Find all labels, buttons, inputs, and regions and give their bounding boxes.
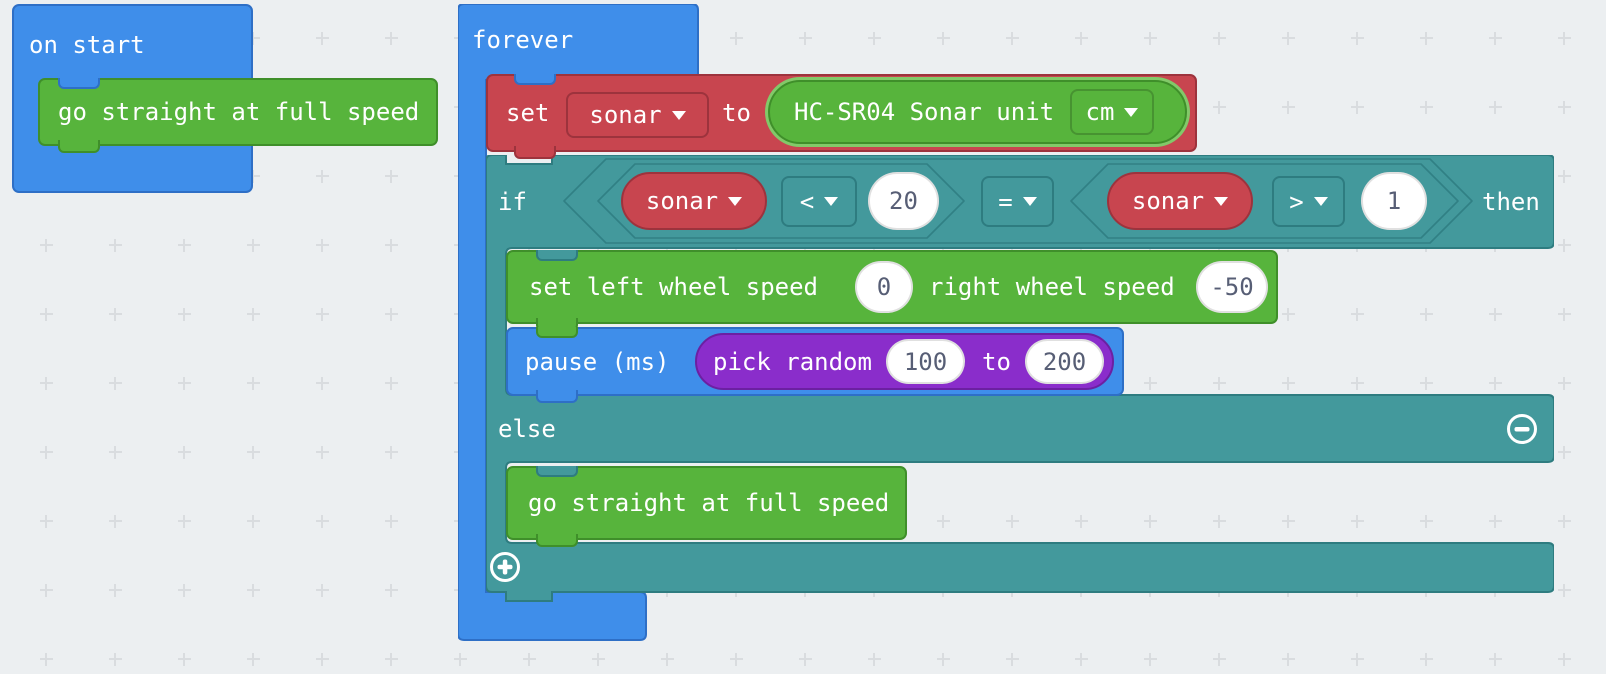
- variable-name: sonar: [589, 101, 662, 129]
- block-tab: [536, 534, 578, 547]
- left-wheel-speed-input[interactable]: 0: [855, 261, 913, 313]
- variable-name: sonar: [645, 187, 719, 215]
- go-straight-else-block[interactable]: go straight at full speed: [506, 466, 907, 547]
- set-label: set: [506, 99, 550, 127]
- comparison-operator-dropdown-lt[interactable]: <: [781, 176, 857, 227]
- operator-symbol: =: [998, 187, 1013, 216]
- go-straight-label: go straight at full speed: [58, 98, 420, 126]
- block-tab: [514, 146, 556, 159]
- set-variable-block[interactable]: set sonar to HC-SR04 Sonar unit cm: [486, 74, 1197, 159]
- pause-label: pause (ms): [525, 347, 670, 376]
- block-tab: [536, 390, 578, 403]
- block-socket: [514, 74, 556, 85]
- pause-block[interactable]: pause (ms) pick random 100 to 200: [506, 327, 1124, 403]
- set-wheel-speed-block[interactable]: set left wheel speed 0 right wheel speed…: [506, 250, 1278, 331]
- dropdown-arrow-icon: [1124, 107, 1139, 117]
- block-tab: [58, 140, 100, 153]
- minus-circle-icon[interactable]: [1506, 413, 1538, 445]
- block-socket: [536, 250, 578, 261]
- operator-symbol: <: [799, 187, 815, 216]
- variable-pill-sonar-left[interactable]: sonar: [621, 172, 767, 230]
- block-socket: [536, 466, 578, 477]
- dropdown-arrow-icon: [671, 110, 686, 120]
- left-wheel-label: set left wheel speed: [529, 273, 818, 301]
- variable-dropdown-sonar[interactable]: sonar: [566, 92, 709, 138]
- pick-random-block[interactable]: pick random 100 to 200: [695, 333, 1114, 390]
- variable-name: sonar: [1131, 187, 1205, 215]
- sonar-reporter-block[interactable]: HC-SR04 Sonar unit cm: [768, 80, 1187, 144]
- random-to-label: to: [982, 347, 1011, 376]
- right-wheel-speed-input[interactable]: -50: [1196, 261, 1268, 313]
- go-straight-label: go straight at full speed: [528, 489, 890, 517]
- block-socket: [58, 78, 100, 89]
- operator-symbol: >: [1289, 187, 1304, 216]
- number-input-20[interactable]: 20: [868, 172, 939, 230]
- dropdown-arrow-icon: [1313, 197, 1328, 206]
- block-socket: [536, 327, 578, 338]
- sonar-reporter-label: HC-SR04 Sonar unit: [794, 98, 1055, 126]
- right-wheel-label: right wheel speed: [929, 273, 1175, 301]
- unit-name: cm: [1085, 98, 1115, 126]
- dropdown-arrow-icon: [728, 196, 743, 206]
- condition-hexagon-outlines: [563, 158, 1473, 244]
- on-start-label: on start: [29, 31, 145, 59]
- random-from-input[interactable]: 100: [886, 339, 965, 384]
- dropdown-arrow-icon: [1022, 197, 1037, 206]
- pick-random-label: pick random: [713, 347, 872, 376]
- number-value: 0: [876, 273, 892, 301]
- plus-circle-icon[interactable]: [489, 551, 521, 583]
- forever-block[interactable]: [458, 4, 700, 642]
- if-else-block[interactable]: [486, 155, 1554, 605]
- unit-dropdown-cm[interactable]: cm: [1070, 89, 1154, 135]
- number-input-1[interactable]: 1: [1361, 172, 1427, 230]
- comparison-operator-dropdown-eq[interactable]: =: [981, 176, 1054, 227]
- number-value: -50: [1210, 273, 1254, 301]
- number-value: 20: [889, 187, 918, 215]
- to-label: to: [722, 99, 751, 127]
- number-value: 1: [1386, 187, 1402, 215]
- go-straight-block[interactable]: go straight at full speed: [38, 78, 438, 153]
- number-value: 100: [903, 347, 948, 376]
- dropdown-arrow-icon: [824, 197, 839, 206]
- variable-pill-sonar-right[interactable]: sonar: [1107, 172, 1253, 230]
- number-value: 200: [1042, 347, 1087, 376]
- random-to-input[interactable]: 200: [1025, 339, 1104, 384]
- comparison-operator-dropdown-gt[interactable]: >: [1272, 176, 1345, 227]
- dropdown-arrow-icon: [1214, 196, 1229, 206]
